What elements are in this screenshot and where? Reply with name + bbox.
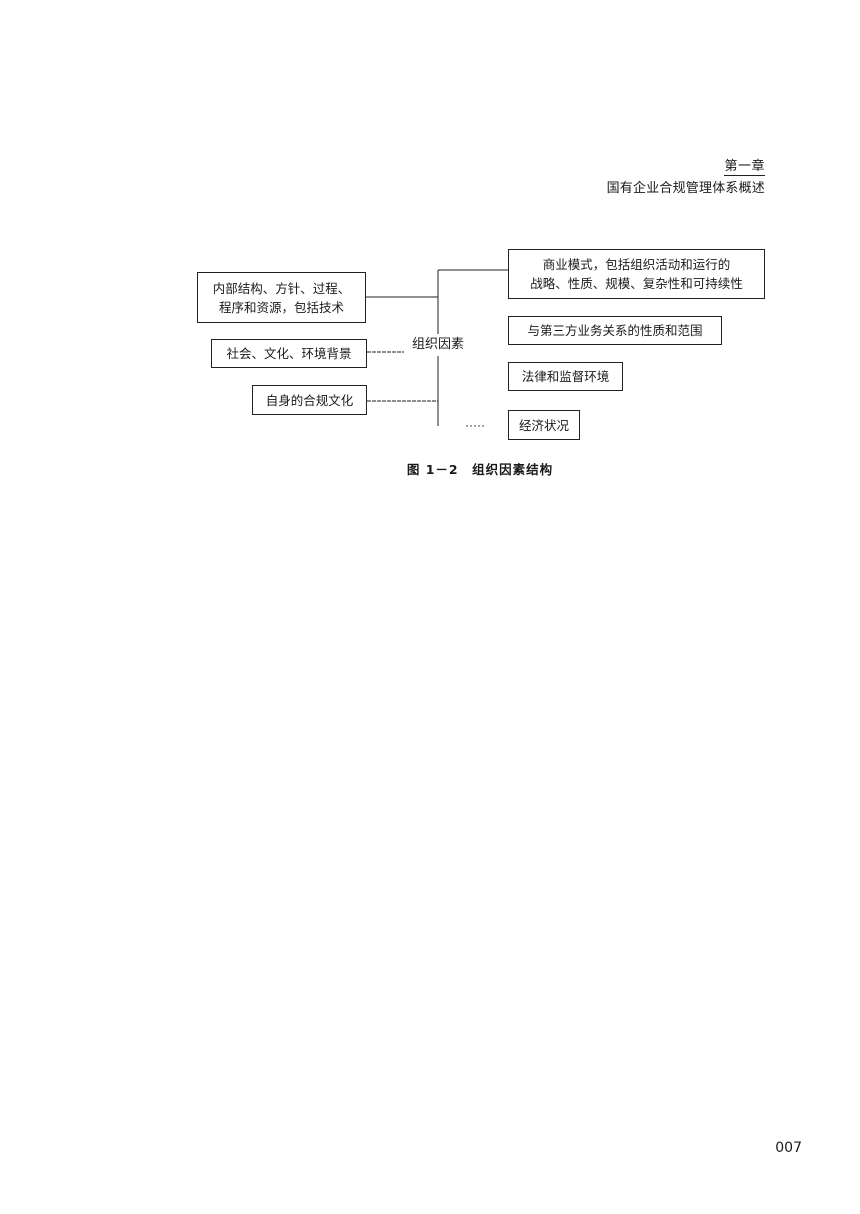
left-box-line: 程序和资源，包括技术 xyxy=(218,299,344,315)
left-box-internal-structure: 内部结构、方针、过程、 程序和资源，包括技术 xyxy=(197,272,366,323)
right-box-business-model: 商业模式，包括组织活动和运行的 战略、性质、规模、复杂性和可持续性 xyxy=(508,249,765,299)
chapter-label: 第一章 xyxy=(724,155,765,176)
right-box-line: 法律和监督环境 xyxy=(521,369,610,384)
right-box-line: 与第三方业务关系的性质和范围 xyxy=(527,323,703,338)
left-box-line: 社会、文化、环境背景 xyxy=(226,346,352,361)
book-title: 国有企业合规管理体系概述 xyxy=(606,181,765,196)
right-box-legal-environment: 法律和监督环境 xyxy=(508,362,623,391)
right-box-third-party: 与第三方业务关系的性质和范围 xyxy=(508,316,722,345)
left-box-compliance-culture: 自身的合规文化 xyxy=(252,385,367,415)
right-box-economic-conditions: 经济状况 xyxy=(508,410,580,440)
right-box-line: 经济状况 xyxy=(518,417,569,433)
left-box-social-context: 社会、文化、环境背景 xyxy=(211,339,367,368)
left-box-line: 内部结构、方针、过程、 xyxy=(212,280,351,296)
center-node: 组织因素 xyxy=(404,334,472,356)
figure-caption: 图 1－2 组织因素结构 xyxy=(406,462,554,477)
page-number: 007 xyxy=(775,1140,802,1156)
left-box-line: 自身的合规文化 xyxy=(265,392,354,408)
right-box-line: 战略、性质、规模、复杂性和可持续性 xyxy=(530,276,743,291)
right-box-line: 商业模式，包括组织活动和运行的 xyxy=(542,257,731,272)
